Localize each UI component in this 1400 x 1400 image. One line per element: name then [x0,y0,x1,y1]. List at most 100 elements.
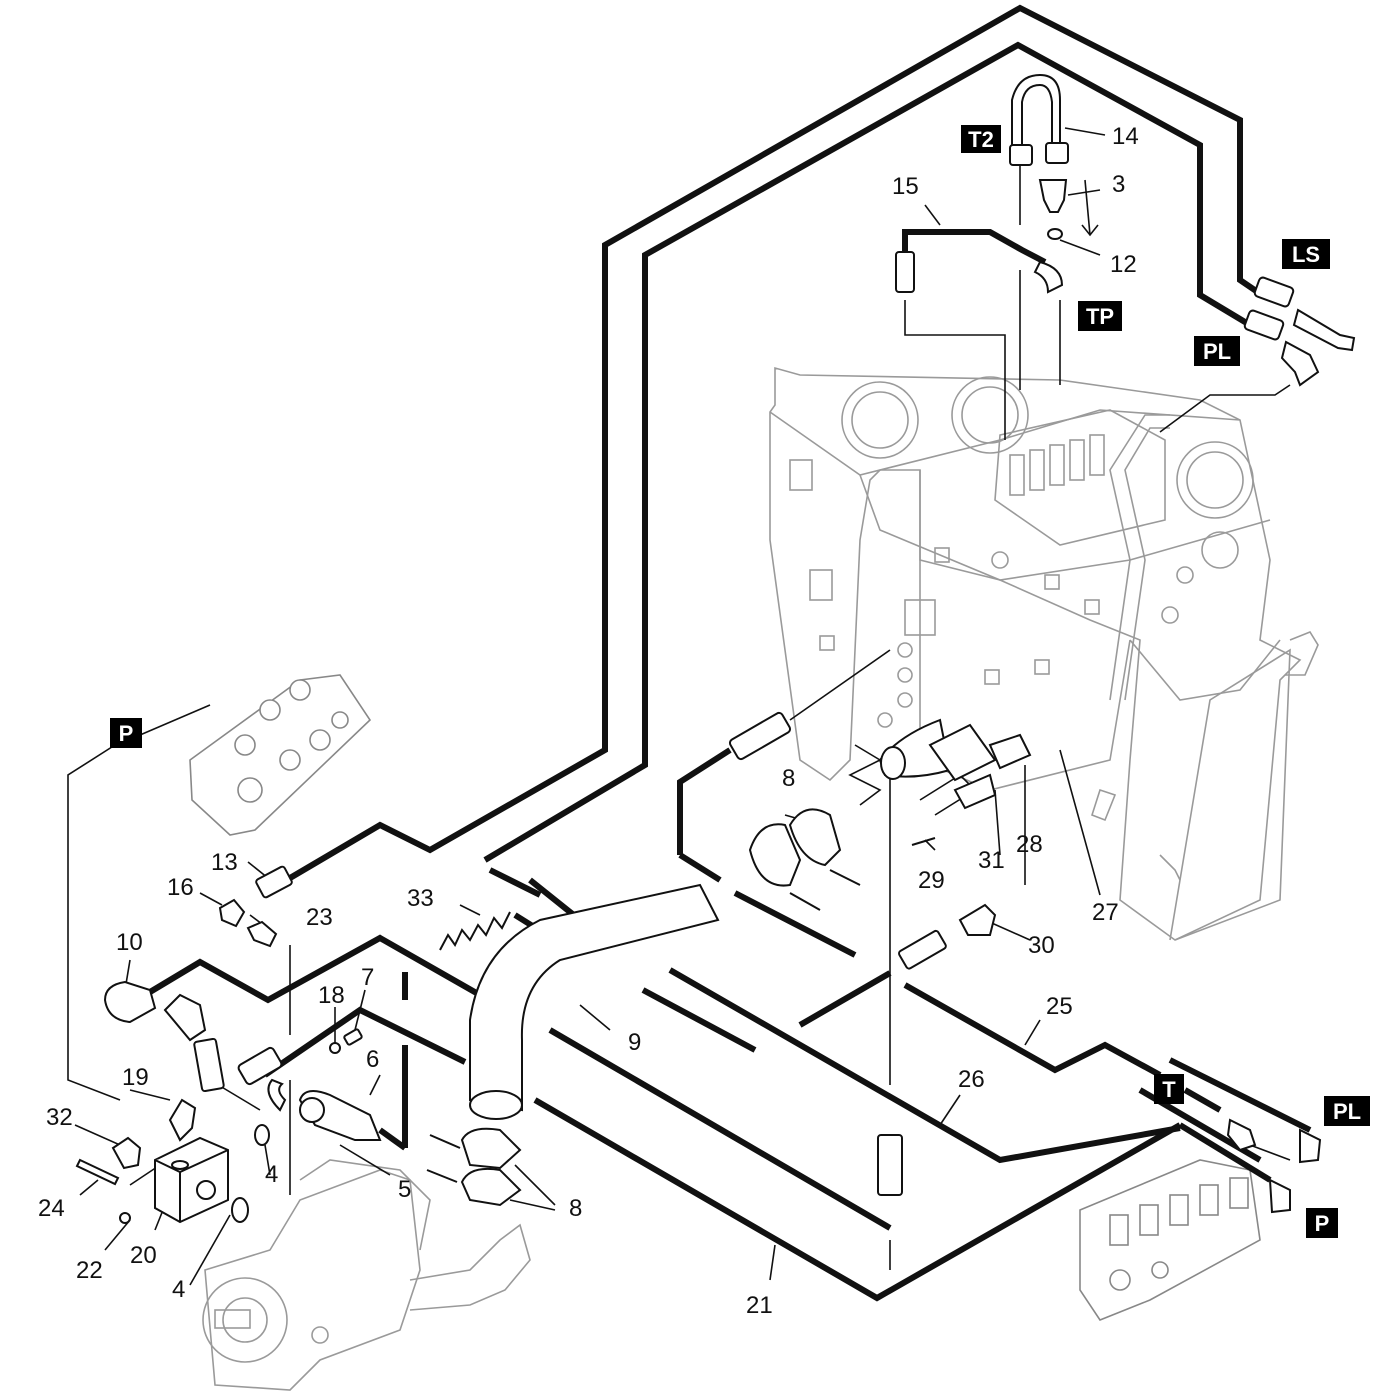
svg-text:LS: LS [1292,242,1320,267]
bolt-29 [911,837,936,846]
callout-32: 32 [46,1104,73,1131]
callout-16: 16 [167,874,194,901]
tag-p-lower: P [1306,1208,1338,1238]
callout-33: 33 [407,885,434,912]
adapter-23 [246,920,278,948]
fitting-28 [988,733,1032,770]
tag-tp: TP [1078,301,1122,331]
fitting-15b [1033,260,1064,294]
oring-4a [254,1124,270,1146]
nut-14b [1045,142,1069,164]
callout-24: 24 [38,1195,65,1222]
clamp-8d [460,1167,522,1207]
svg-text:T: T [1162,1077,1176,1102]
clamp-8a [748,823,802,887]
fitting-30 [958,903,997,936]
adapter-3 [1038,179,1068,213]
elbow-16 [218,898,246,928]
fitting-block-b [928,723,997,782]
fitting-32 [111,1136,142,1170]
fitting-ls [1253,276,1295,308]
callout-20: 20 [130,1242,157,1269]
hose-routes [148,4,1312,1302]
hose-end-18 [237,1046,283,1086]
port-tags: T2 LS TP PL P T PL P [110,125,1370,1238]
control-valve-bank-ghost [994,409,1170,701]
clamp-small [267,1078,287,1112]
hydraulic-pump-ghost [202,1159,531,1391]
flange-6-face [299,1097,325,1123]
callout-19: 19 [122,1064,149,1091]
callout-4-lower: 4 [172,1276,185,1303]
clamp-8c [460,1127,522,1170]
hose-end-30 [898,929,947,970]
callout-30: 30 [1028,932,1055,959]
svg-text:PL: PL [1203,339,1231,364]
tube-9-mouth [469,1090,523,1120]
clamp-8b [788,808,842,867]
callout-29: 29 [918,867,945,894]
callout-21: 21 [746,1292,773,1319]
callout-6: 6 [366,1046,379,1073]
elbow-fitting-10b [163,993,207,1042]
svg-text:P: P [1315,1211,1330,1236]
fitting-15a [895,251,915,293]
hose-end-vertical [877,1134,903,1196]
svg-text:TP: TP [1086,304,1114,329]
bolt-8d [426,1169,458,1183]
fitting-31 [953,773,997,810]
callout-27: 27 [1092,899,1119,926]
tag-p-left: P [110,718,142,748]
hose-elbow-10 [103,980,157,1024]
callout-25: 25 [1046,993,1073,1020]
chassis-frame-ghost [769,366,1319,941]
callout-28: 28 [1016,831,1043,858]
suction-tube-9 [469,883,720,1112]
callout-18: 18 [318,982,345,1009]
bolt-8b [829,869,861,886]
screw-22 [119,1212,131,1224]
fitting-p-lower [1268,1178,1291,1214]
pipe-spacer [193,1037,225,1093]
fitting-pl-lower [1299,1128,1322,1164]
svg-text:PL: PL [1333,1099,1361,1124]
callout-numbers: 14 3 15 12 8 29 31 28 27 30 25 26 13 16 … [38,123,1139,1319]
elbow-fitting [1280,340,1320,387]
bolt-7 [343,1028,363,1046]
callout-26: 26 [958,1066,985,1093]
callout-12: 12 [1110,251,1137,278]
callout-31: 31 [978,847,1005,874]
callout-10: 10 [116,929,143,956]
bolt-8a [789,892,821,911]
nut-14a [1009,144,1033,166]
hose-end-27 [728,711,792,761]
callout-7: 7 [361,964,374,991]
callout-8-top: 8 [782,765,795,792]
oring-4b [231,1197,249,1223]
callout-14: 14 [1112,123,1139,150]
tag-t2: T2 [961,125,1001,153]
hose-end-13 [255,865,293,899]
callout-3: 3 [1112,171,1125,198]
tee-fitting [1292,308,1356,352]
bolt-24 [75,1158,120,1186]
elbow-19 [168,1098,197,1142]
fitting-pl [1243,309,1285,341]
manifold-block-20 [154,1136,229,1224]
bolt-8c [429,1134,461,1149]
oring-12 [1047,228,1063,240]
fitting-block-a-face [880,746,906,780]
tag-t-lower: T [1154,1074,1184,1104]
svg-text:P: P [119,721,134,746]
valve-block-left-ghost [189,674,372,836]
valve-block-right-ghost [1079,1159,1261,1321]
svg-text:T2: T2 [968,127,994,152]
tag-pl-upper: PL [1194,336,1240,366]
callout-13: 13 [211,849,238,876]
spiral-guard-33 [439,911,511,951]
callout-4-upper: 4 [265,1161,278,1188]
washer-18 [329,1042,341,1054]
callout-5: 5 [398,1176,411,1203]
callout-15: 15 [892,173,919,200]
